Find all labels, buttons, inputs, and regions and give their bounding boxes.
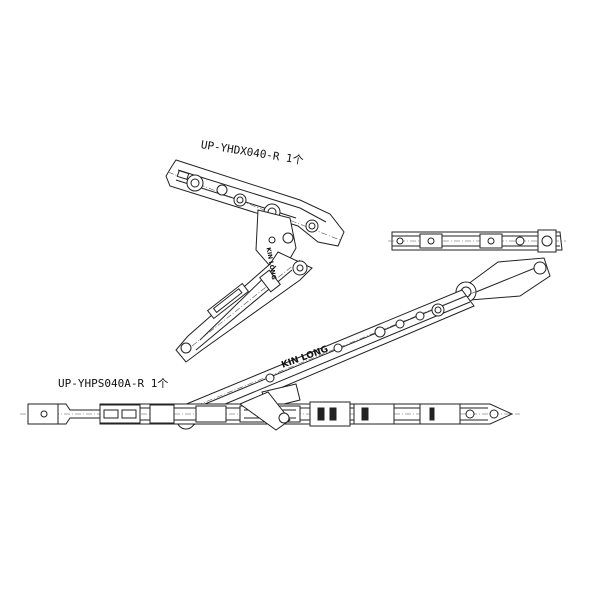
part-label-left: UP-YHPS040A-R 1个 bbox=[58, 377, 169, 390]
connector-bar bbox=[388, 230, 566, 252]
hinge-lower-arm bbox=[176, 252, 312, 362]
stay-support-arm bbox=[240, 392, 290, 430]
connector-link bbox=[456, 258, 550, 302]
stay-assembly-main bbox=[20, 290, 520, 430]
connector-assembly-right bbox=[388, 230, 566, 302]
hinge-assembly-top bbox=[166, 160, 344, 362]
hinge-upper-arm bbox=[166, 160, 344, 246]
